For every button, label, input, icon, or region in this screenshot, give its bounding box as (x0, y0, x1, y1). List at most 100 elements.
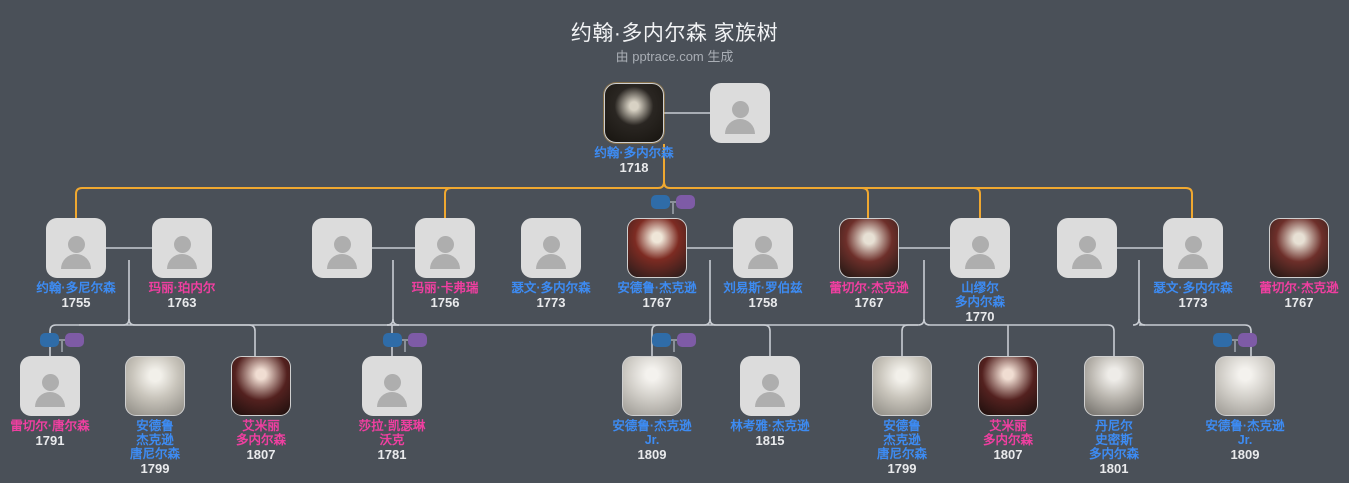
person-birth-year: 1767 (642, 295, 672, 310)
spouse-badge-male (383, 333, 402, 347)
person-name: 杰克逊 (136, 433, 174, 447)
person-icon (733, 218, 793, 278)
person-name: Jr. (1237, 433, 1253, 447)
person-portrait[interactable] (125, 356, 185, 416)
marriage-badge[interactable] (651, 195, 695, 214)
page-title: 约翰·多内尔森 家族树 (570, 22, 779, 45)
person-node[interactable] (312, 218, 372, 278)
person-avatar-placeholder[interactable] (710, 83, 770, 143)
person-birth-year: 1770 (965, 309, 995, 324)
person-icon (710, 83, 770, 143)
spouse-badge-female (65, 333, 84, 347)
person-avatar-placeholder[interactable] (415, 218, 475, 278)
person-avatar-placeholder[interactable] (740, 356, 800, 416)
person-birth-year: 1807 (246, 447, 276, 462)
person-avatar-placeholder[interactable] (152, 218, 212, 278)
person-avatar-placeholder[interactable] (312, 218, 372, 278)
person-avatar-placeholder[interactable] (521, 218, 581, 278)
marriage-badge[interactable] (652, 333, 696, 352)
person-avatar-placeholder[interactable] (733, 218, 793, 278)
person-avatar-placeholder[interactable] (362, 356, 422, 416)
person-name: 多内尔森 (235, 433, 286, 447)
person-name: 多内尔森 (1088, 447, 1139, 461)
person-node[interactable] (1057, 218, 1117, 278)
person-portrait[interactable] (1269, 218, 1329, 278)
person-avatar-placeholder[interactable] (1163, 218, 1223, 278)
person-birth-year: 1799 (140, 461, 170, 476)
person-name: 玛丽·珀内尔 (148, 281, 216, 295)
person-icon (1163, 218, 1223, 278)
spouse-badge-male (40, 333, 59, 347)
person-avatar-placeholder[interactable] (1057, 218, 1117, 278)
marriage-badge[interactable] (1213, 333, 1257, 352)
person-birth-year: 1807 (993, 447, 1023, 462)
person-avatar-placeholder[interactable] (46, 218, 106, 278)
person-portrait[interactable] (872, 356, 932, 416)
person-name: 瑟文·多内尔森 (511, 281, 591, 295)
person-portrait[interactable] (1215, 356, 1275, 416)
person-name: 安德鲁·杰克逊 (1205, 419, 1285, 433)
person-name: 山缪尔 (961, 281, 999, 295)
person-avatar-placeholder[interactable] (950, 218, 1010, 278)
person-birth-year: 1767 (1284, 295, 1314, 310)
marriage-badge[interactable] (383, 333, 427, 352)
person-birth-year: 1718 (619, 160, 649, 175)
person-icon (46, 218, 106, 278)
person-portrait[interactable] (627, 218, 687, 278)
badge-stem (404, 340, 406, 352)
person-name: 史密斯 (1095, 433, 1133, 447)
person-name: 唐尼尔森 (129, 447, 180, 461)
person-portrait[interactable] (839, 218, 899, 278)
person-icon (1057, 218, 1117, 278)
person-birth-year: 1791 (35, 433, 65, 448)
person-name: 多内尔森 (954, 295, 1005, 309)
person-icon (362, 356, 422, 416)
person-portrait[interactable] (622, 356, 682, 416)
person-birth-year: 1781 (377, 447, 407, 462)
marriage-badge[interactable] (40, 333, 84, 352)
person-name: 安德鲁·杰克逊 (612, 419, 692, 433)
person-node[interactable] (710, 83, 770, 143)
person-portrait[interactable] (231, 356, 291, 416)
person-icon (152, 218, 212, 278)
spouse-badge-female (1238, 333, 1257, 347)
person-name: 多内尔森 (982, 433, 1033, 447)
person-portrait[interactable] (978, 356, 1038, 416)
person-name: 蕾切尔·杰克逊 (1259, 281, 1339, 295)
person-portrait[interactable] (1084, 356, 1144, 416)
person-portrait[interactable] (604, 83, 664, 143)
person-avatar-placeholder[interactable] (20, 356, 80, 416)
